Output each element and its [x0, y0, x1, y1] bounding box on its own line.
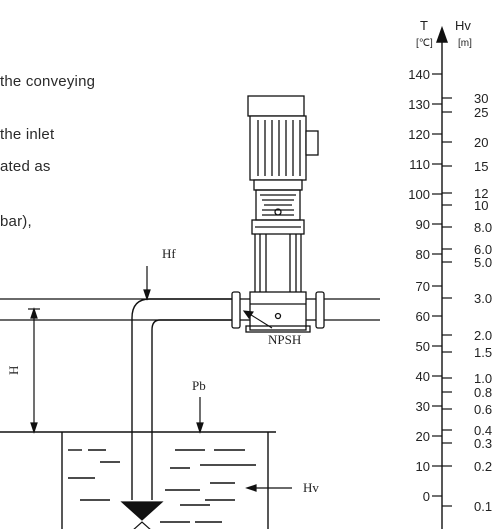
temperature-tick-label: 60	[416, 309, 430, 324]
hv-tick-label: 25	[474, 105, 488, 120]
hv-tick-label: 5.0	[474, 255, 492, 270]
temperature-tick-label: 20	[416, 429, 430, 444]
hv-tick-label: 0.3	[474, 436, 492, 451]
hv-arrow	[245, 484, 292, 492]
scale-hv-unit: [m]	[458, 38, 472, 49]
temperature-tick-label: 40	[416, 369, 430, 384]
intro-line-3: ated as	[0, 158, 51, 175]
hv-tick-label: 3.0	[474, 291, 492, 306]
temperature-tick-label: 90	[416, 217, 430, 232]
temperature-tick-label: 140	[408, 67, 430, 82]
temperature-tick-label: 80	[416, 247, 430, 262]
hv-tick-label: 8.0	[474, 220, 492, 235]
hv-tick-label: 6.0	[474, 242, 492, 257]
temperature-tick-label: 10	[416, 459, 430, 474]
pump-motor	[247, 95, 319, 191]
hv-tick-label: 1.5	[474, 345, 492, 360]
temperature-tick-label: 100	[408, 187, 430, 202]
hv-tick-label: 0.2	[474, 459, 492, 474]
temperature-tick-label: 120	[408, 127, 430, 142]
hf-arrow	[143, 266, 151, 301]
temperature-tick-label: 70	[416, 279, 430, 294]
intro-line-4: bar),	[0, 213, 32, 230]
intro-line-1: the conveying	[0, 73, 96, 90]
intro-line-2: the inlet	[0, 126, 55, 143]
hv-tick-label: 0.1	[474, 499, 492, 514]
foot-valve	[120, 501, 164, 529]
pb-arrow	[196, 397, 204, 434]
temperature-tick-label: 110	[409, 157, 430, 172]
suction-pipe	[131, 298, 232, 500]
temperature-tick-label: 130	[408, 97, 430, 112]
hv-tick-label: 1.0	[474, 371, 492, 386]
scale-t-title: T	[420, 18, 428, 33]
temperature-tick-label: 30	[416, 399, 430, 414]
hv-tick-label: 0.4	[474, 423, 492, 438]
hv-tick-label: 30	[474, 91, 488, 106]
hv-tick-label: 0.8	[474, 385, 492, 400]
label-hv: Hv	[303, 480, 319, 495]
water-tank	[0, 431, 276, 529]
scale-hv-title: Hv	[455, 18, 471, 33]
temperature-tick-label: 50	[416, 339, 430, 354]
hv-tick-label: 2.0	[474, 328, 492, 343]
scale-axis	[436, 25, 448, 529]
hv-tick-label: 20	[474, 135, 488, 150]
pipes	[0, 291, 380, 329]
height-dimension	[28, 307, 40, 434]
pump-body	[245, 234, 311, 333]
pump-bracket	[251, 189, 305, 235]
hv-tick-label: 10	[474, 198, 488, 213]
npsh-pointer	[242, 310, 273, 329]
label-hf: Hf	[162, 246, 176, 261]
label-h: H	[6, 366, 21, 375]
temperature-tick-label: 0	[423, 489, 430, 504]
hv-tick-label: 0.6	[474, 402, 492, 417]
scale-t-unit: [℃]	[416, 38, 433, 49]
label-npsh: NPSH	[268, 332, 301, 347]
hv-tick-label: 15	[474, 159, 488, 174]
label-pb: Pb	[192, 378, 206, 393]
hv-tick-label: 12	[474, 186, 488, 201]
